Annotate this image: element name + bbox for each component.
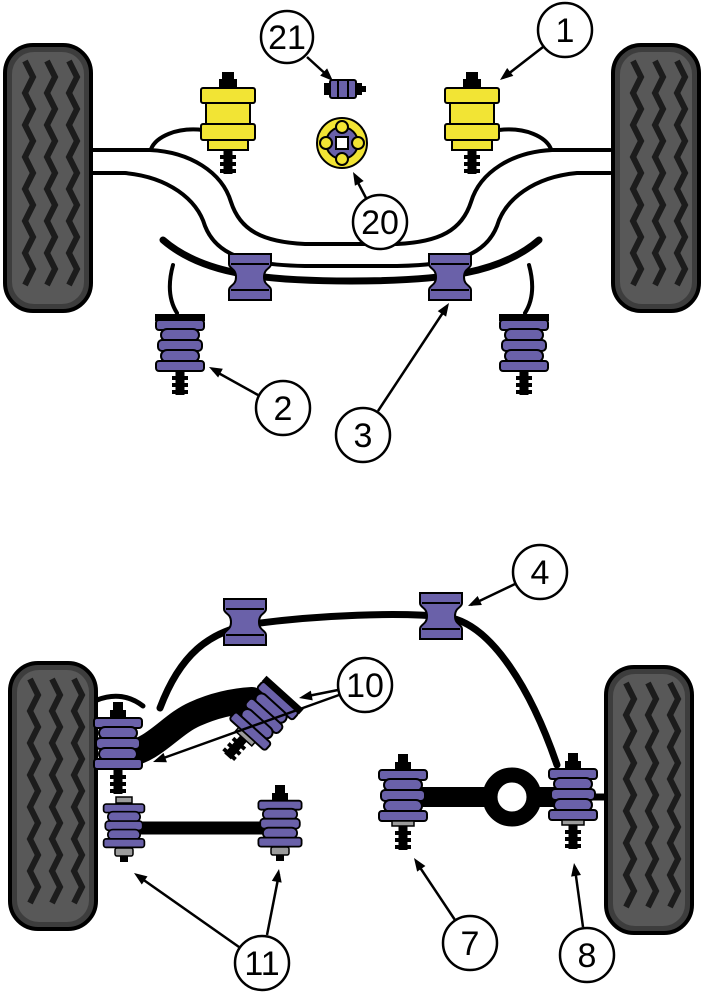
rear-trailing-arm-rear-bushing xyxy=(221,675,304,762)
callout-11: 11 xyxy=(131,868,291,992)
rear-lower-arm-ring xyxy=(482,767,542,827)
rear-track-rod-bushing-inner xyxy=(257,785,303,861)
round-mount-part-20 xyxy=(316,117,368,169)
rear-left-tire xyxy=(10,663,96,929)
front-arm-bushing-left xyxy=(155,314,205,395)
callout-7: 7 xyxy=(409,855,499,972)
front-suspension-section: 21 1 20 2 3 xyxy=(5,1,699,464)
callout-10-label: 10 xyxy=(346,667,384,705)
callout-21: 21 xyxy=(259,9,337,85)
rear-suspension-section: 4 10 11 7 8 xyxy=(10,543,692,992)
callout-1-label: 1 xyxy=(556,12,575,50)
front-arb-bushing-left xyxy=(228,253,272,301)
rear-anti-roll-bar xyxy=(156,611,561,769)
front-subframe-outline xyxy=(90,127,612,315)
callout-4-label: 4 xyxy=(531,554,550,592)
callout-1: 1 xyxy=(496,1,594,84)
small-bush-part-21 xyxy=(323,79,367,99)
callout-7-label: 7 xyxy=(461,925,480,963)
callout-20: 20 xyxy=(348,169,409,251)
callout-20-label: 20 xyxy=(361,204,399,242)
engine-mount-right xyxy=(445,72,499,174)
engine-mount-left xyxy=(201,72,255,174)
front-arb-bushing-right xyxy=(428,253,472,301)
callout-2-label: 2 xyxy=(274,390,293,428)
callout-8-label: 8 xyxy=(578,937,597,975)
front-arm-bushing-right xyxy=(499,314,549,395)
callout-10: 10 xyxy=(151,656,394,767)
rear-left-tire-link xyxy=(94,693,146,709)
rear-lower-arm-outer-bushing xyxy=(548,753,598,849)
callout-11-label: 11 xyxy=(244,945,279,983)
front-right-tire xyxy=(613,45,699,311)
rear-lower-arm-inner-bushing xyxy=(378,754,428,850)
rear-trailing-arm-front-bushing xyxy=(93,702,143,794)
callout-2: 2 xyxy=(206,362,312,437)
rear-track-rod-bushing-outer xyxy=(102,796,146,862)
rear-lower-arm-assembly xyxy=(415,767,604,827)
rear-right-tire xyxy=(606,667,692,933)
callout-4: 4 xyxy=(465,543,569,611)
rear-trailing-arm xyxy=(112,687,265,768)
callout-8: 8 xyxy=(558,862,616,984)
front-left-tire xyxy=(5,45,91,311)
rear-arb-bushing-right xyxy=(419,592,463,640)
callout-3: 3 xyxy=(334,300,454,464)
front-anti-roll-bar xyxy=(159,236,543,285)
callout-3-label: 3 xyxy=(354,417,373,455)
callout-21-label: 21 xyxy=(268,19,306,57)
rear-arb-bushing-left xyxy=(223,598,267,646)
